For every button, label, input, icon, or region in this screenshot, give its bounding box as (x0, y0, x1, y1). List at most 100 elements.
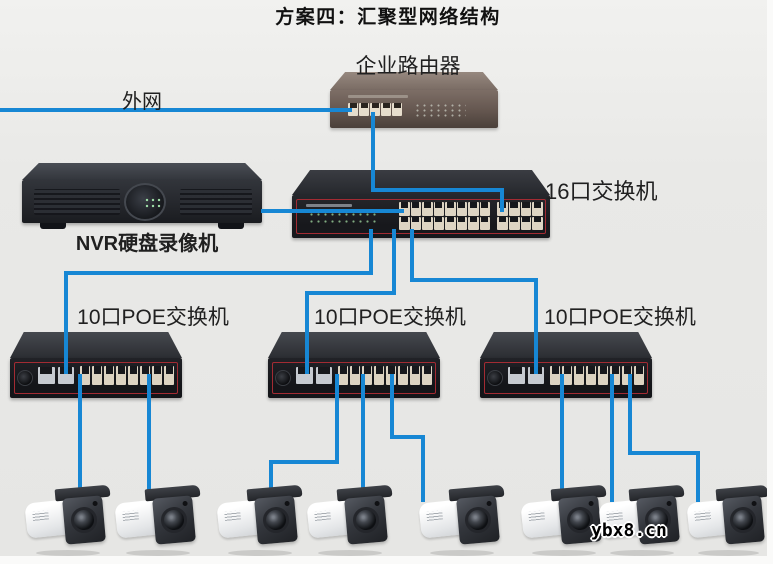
ethernet-port (57, 367, 74, 384)
poe-switch-top-face (10, 332, 182, 358)
ethernet-port (574, 366, 584, 385)
poe-switch-front-face (10, 358, 182, 398)
ethernet-port (468, 216, 479, 230)
ethernet-port (433, 216, 444, 230)
poe-switch-top-face (268, 332, 440, 358)
ethernet-port (586, 366, 596, 385)
ethernet-port (422, 366, 432, 385)
ethernet-port (164, 366, 174, 385)
core-switch-top-face (292, 170, 550, 195)
ethernet-port (381, 103, 391, 116)
ethernet-port (479, 216, 490, 230)
bottom-edge-strip (0, 556, 773, 564)
camera-head (722, 495, 765, 545)
diagram-title: 方案四：汇聚型网络结构 (275, 7, 501, 28)
uplink-ports (508, 367, 544, 384)
poe-switch-1-label: 10口POE交换机 (77, 306, 229, 329)
nvr-foot (218, 223, 244, 229)
camera-lens (729, 505, 758, 535)
ethernet-port (497, 202, 508, 216)
camera-7 (598, 484, 686, 556)
ethernet-port (508, 216, 520, 230)
ethernet-port (374, 366, 384, 385)
ethernet-port (610, 366, 620, 385)
camera-head (343, 495, 389, 545)
camera-head (253, 495, 299, 545)
poe-switch-2 (268, 332, 440, 398)
power-socket (17, 370, 33, 386)
nvr-foot (40, 223, 66, 229)
poe-ports (550, 366, 644, 385)
ethernet-port (104, 366, 114, 385)
ethernet-port (296, 367, 313, 384)
ethernet-port (410, 216, 421, 230)
ethernet-port (527, 367, 544, 384)
camera-head (455, 495, 501, 545)
nvr-recorder (22, 163, 262, 229)
ethernet-port (520, 216, 532, 230)
wan-label: 外网 (122, 91, 162, 113)
ethernet-port (520, 202, 532, 216)
ethernet-port (80, 366, 90, 385)
camera-ir-led (284, 500, 291, 507)
poe-switch-3-label: 10口POE交换机 (544, 306, 696, 329)
poe-ports (80, 366, 174, 385)
ethernet-port (550, 366, 560, 385)
camera-lens (565, 505, 595, 535)
ethernet-port (508, 202, 520, 216)
camera-head (61, 495, 107, 545)
nvr-front-face (22, 180, 262, 223)
camera-lens (69, 505, 99, 535)
ethernet-port (128, 366, 138, 385)
ethernet-port (386, 366, 396, 385)
ethernet-port (410, 202, 421, 216)
core-switch-led-grid (308, 211, 378, 227)
ethernet-port (433, 202, 444, 216)
uplink-ports (296, 367, 332, 384)
camera-8 (686, 484, 770, 556)
ethernet-port (362, 366, 372, 385)
ethernet-port (338, 366, 348, 385)
camera-lens (159, 505, 189, 535)
ethernet-port (422, 216, 433, 230)
camera-ir-led (486, 500, 493, 507)
ethernet-port (532, 216, 543, 230)
router-led-grid (414, 103, 466, 117)
camera-2 (114, 484, 202, 556)
enterprise-router (330, 72, 498, 134)
ethernet-port (140, 366, 150, 385)
ethernet-port (468, 202, 479, 216)
ethernet-port (445, 216, 456, 230)
poe-switch-front-face (268, 358, 440, 398)
ethernet-port (315, 367, 332, 384)
ethernet-port (422, 202, 433, 216)
core-switch-indicator-panel (304, 203, 392, 229)
router-front-face (330, 90, 498, 128)
ethernet-port (562, 366, 572, 385)
ethernet-port (92, 366, 102, 385)
camera-lens (261, 505, 291, 535)
core-switch-16port (292, 170, 550, 238)
ethernet-port (116, 366, 126, 385)
core-switch-port-group-2 (497, 202, 543, 230)
camera-5 (418, 484, 506, 556)
ethernet-port (399, 216, 410, 230)
ethernet-port (410, 366, 420, 385)
camera-ir-led (374, 500, 381, 507)
uplink-ports (38, 367, 74, 384)
camera-ir-led (751, 500, 757, 507)
core-switch-port-group-1 (399, 202, 490, 230)
camera-ir-led (588, 500, 595, 507)
camera-3 (216, 484, 304, 556)
poe-switch-2-label: 10口POE交换机 (314, 306, 466, 329)
ethernet-port (622, 366, 632, 385)
right-edge-strip (767, 0, 773, 564)
ethernet-port (370, 103, 380, 116)
camera-4 (306, 484, 394, 556)
ethernet-port (350, 366, 360, 385)
camera-head (151, 495, 197, 545)
ethernet-port (399, 202, 410, 216)
nvr-led-dots (144, 197, 162, 209)
power-socket (487, 370, 503, 386)
router-label: 企业路由器 (355, 55, 461, 78)
